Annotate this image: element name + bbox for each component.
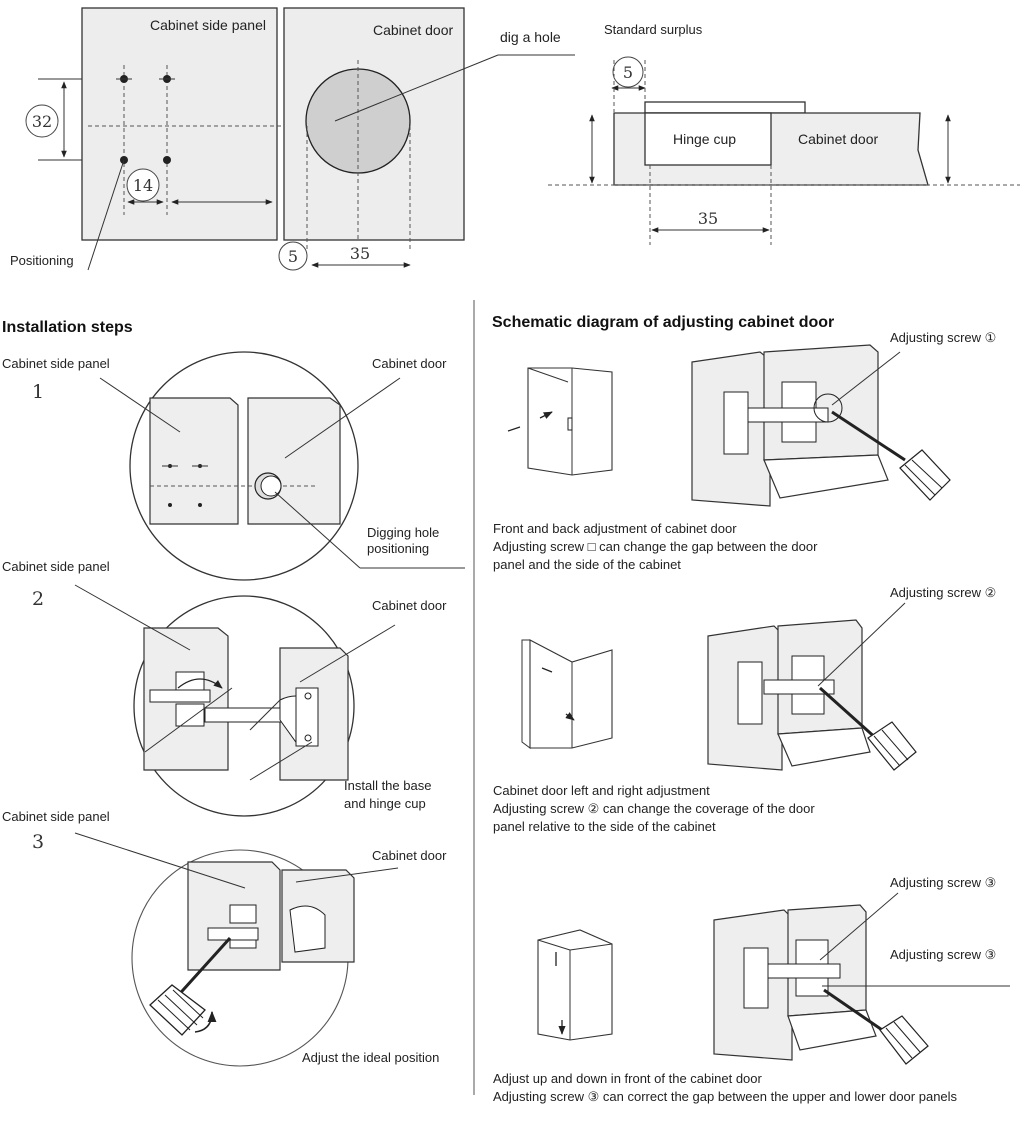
step1-side-label: Cabinet side panel — [2, 356, 110, 371]
adjust2-caption-2: Adjusting screw ② can change the coverag… — [493, 801, 815, 816]
dim-5-left: 5 — [288, 247, 298, 266]
installation-steps: Installation steps Cabinet side panel 1 … — [2, 319, 465, 1067]
step3-note: Adjust the ideal position — [302, 1050, 439, 1065]
step1-note-1: Digging hole — [367, 525, 439, 540]
adjust3-caption-1: Adjust up and down in front of the cabin… — [493, 1071, 763, 1086]
dim-14: 14 — [133, 176, 153, 195]
adjust2-caption-3: panel relative to the side of the cabine… — [493, 819, 716, 834]
hinge-cup-label: Hinge cup — [673, 131, 736, 147]
step2-side-label: Cabinet side panel — [2, 559, 110, 574]
positioning-label: Positioning — [10, 253, 74, 268]
adjust-heading: Schematic diagram of adjusting cabinet d… — [492, 314, 834, 331]
top-drilling-diagram: Cabinet side panel 32 14 Positioning Ca — [10, 7, 1020, 271]
adjust1-caption-3: panel and the side of the cabinet — [493, 557, 681, 572]
adjust3-caption-2: Adjusting screw ③ can correct the gap be… — [493, 1089, 958, 1104]
step-1: Cabinet side panel 1 Cabinet door Diggin… — [2, 351, 465, 581]
step1-door-label: Cabinet door — [372, 356, 447, 371]
hinge-cup-rect — [644, 112, 772, 166]
dim-35-right: 35 — [698, 209, 718, 228]
install-heading: Installation steps — [2, 319, 133, 336]
step-2: Cabinet side panel 2 Cabinet door Instal… — [2, 559, 447, 817]
positioning-holes — [116, 65, 175, 215]
dig-hole-label: dig a hole — [500, 29, 561, 45]
adjust3-screw-label-1: Adjusting screw ③ — [890, 875, 996, 890]
step2-note-2: and hinge cup — [344, 796, 426, 811]
step3-number: 3 — [32, 831, 44, 853]
adjustment-1: Adjusting screw ① Front and back adjustm… — [493, 330, 996, 572]
door-label-right: Cabinet door — [798, 131, 879, 147]
dim-35-left: 35 — [350, 244, 370, 263]
adjustment-3: Adjusting screw ③ Adjusting screw ③ Adju… — [493, 875, 1010, 1104]
adjustment-schematic: Schematic diagram of adjusting cabinet d… — [492, 314, 1010, 1104]
standard-surplus-label: Standard surplus — [604, 22, 703, 37]
door-label: Cabinet door — [373, 22, 454, 38]
adjust2-screw-label: Adjusting screw ② — [890, 585, 996, 600]
step3-door-label: Cabinet door — [372, 848, 447, 863]
step2-number: 2 — [32, 588, 44, 610]
step2-note-1: Install the base — [344, 778, 431, 793]
step2-door-label: Cabinet door — [372, 598, 447, 613]
dim-32: 32 — [32, 112, 52, 131]
adjustment-2: Adjusting screw ② Cabinet door left and … — [493, 585, 996, 834]
side-panel-label: Cabinet side panel — [150, 17, 266, 33]
adjust1-screw-label: Adjusting screw ① — [890, 330, 996, 345]
step3-side-label: Cabinet side panel — [2, 809, 110, 824]
step1-number: 1 — [32, 381, 44, 403]
step1-note-2: positioning — [367, 541, 429, 556]
adjust1-caption-2: Adjusting screw □ can change the gap bet… — [493, 539, 818, 554]
adjust1-caption-1: Front and back adjustment of cabinet doo… — [493, 521, 737, 536]
adjust3-screw-label-2: Adjusting screw ③ — [890, 947, 996, 962]
adjust2-caption-1: Cabinet door left and right adjustment — [493, 783, 710, 798]
dim-5-right: 5 — [623, 63, 633, 82]
side-panel-rect — [81, 7, 278, 241]
step-3: Cabinet side panel 3 Cabinet door Adjust… — [2, 809, 447, 1067]
